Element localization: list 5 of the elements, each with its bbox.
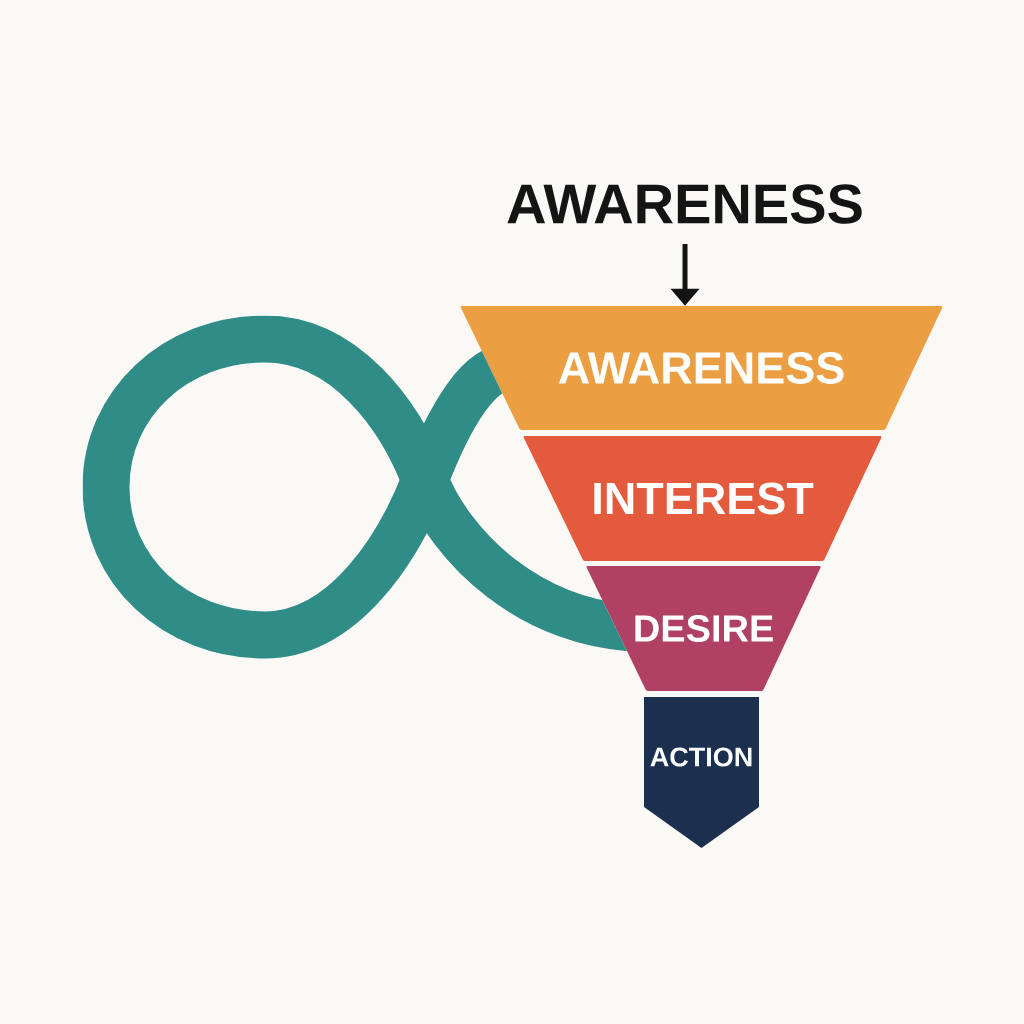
funnel-band: DESIRE (586, 566, 821, 691)
pointed-box: ACTION (644, 697, 759, 848)
funnel-band: INTEREST (523, 436, 882, 561)
funnel-band: AWARENESS (460, 306, 943, 430)
heading-text: AWARENESS (507, 184, 862, 224)
